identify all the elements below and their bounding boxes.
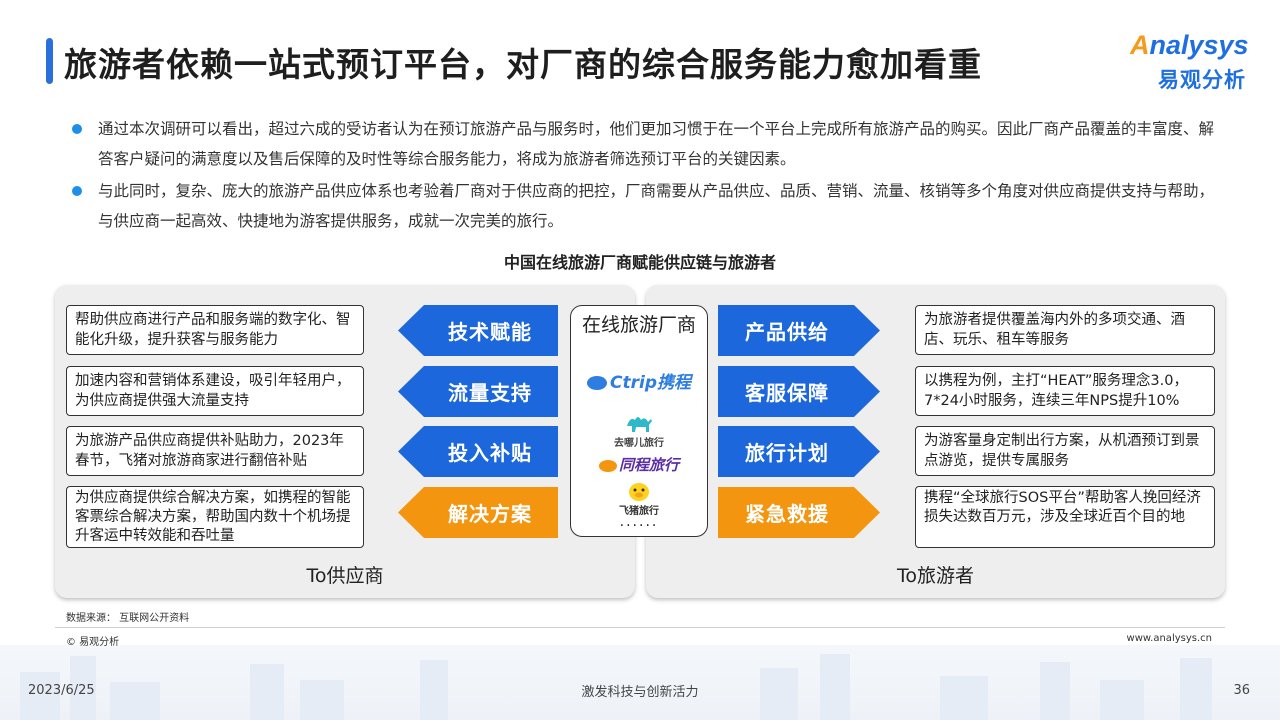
fliggy-logo: 飞猪旅行 — [571, 480, 707, 517]
traveler-desc-service: 以携程为例，主打“HEAT”服务理念3.0，7*24小时服务，连续三年NPS提升… — [915, 366, 1215, 416]
city-skyline-band — [0, 645, 1280, 720]
fliggy-pig-icon — [629, 483, 649, 501]
arrow-subsidy: 投入补贴 — [398, 426, 558, 477]
analysys-logo: Analysys 易观分析 — [1130, 30, 1260, 94]
arrow-solution: 解决方案 — [398, 487, 558, 538]
supplier-panel-label: To供应商 — [306, 565, 384, 587]
supplier-desc-traffic: 加速内容和营销体系建设，吸引年轻用户，为供应商提供强大流量支持 — [66, 366, 364, 416]
arrow-emergency-rescue: 紧急救援 — [718, 487, 880, 538]
logo-chinese: 易观分析 — [1158, 68, 1246, 92]
traveler-desc-rescue: 携程“全球旅行SOS平台”帮助客人挽回经济损失达数百万元，涉及全球近百个目的地 — [915, 486, 1215, 548]
page-title: 旅游者依赖一站式预订平台，对厂商的综合服务能力愈加看重 — [64, 45, 982, 84]
arrow-customer-service: 客服保障 — [718, 366, 880, 417]
arrow-product-supply: 产品供给 — [718, 305, 880, 356]
ota-vendor-title: 在线旅游厂商 — [581, 314, 696, 336]
bullet-text: 与此同时，复杂、庞大的旅游产品供应体系也考验着厂商对于供应商的把控，厂商需要从产… — [98, 182, 1215, 230]
traveler-panel-label: To旅游者 — [896, 565, 974, 587]
bullet-list: 通过本次调研可以看出，超过六成的受访者认为在预订旅游产品与服务时，他们更加习惯于… — [72, 114, 1222, 238]
traveler-desc-supply: 为旅游者提供覆盖海内外的多项交通、酒店、玩乐、租车等服务 — [915, 305, 1215, 355]
copyright: © 易观分析 — [66, 637, 120, 648]
traveler-desc-plan: 为游客量身定制出行方案，从机酒预订到景点游览，提供专属服务 — [915, 426, 1215, 476]
report-date: 2023/6/25 — [28, 683, 95, 698]
ly-logo: 同程旅行 — [571, 454, 707, 475]
arrow-traffic-support: 流量支持 — [398, 366, 558, 417]
bullet-text: 通过本次调研可以看出，超过六成的受访者认为在预订旅游产品与服务时，他们更加习惯于… — [98, 120, 1215, 168]
ctrip-dolphin-icon — [587, 376, 607, 390]
website-url: www.analysys.cn — [1126, 633, 1212, 644]
footer-divider — [55, 627, 1225, 628]
bullet-dot-icon — [72, 124, 82, 134]
slogan: 激发科技与创新活力 — [581, 685, 699, 700]
page-number: 36 — [1233, 683, 1250, 698]
bullet-dot-icon — [72, 186, 82, 196]
qunar-logo: 去哪儿旅行 — [571, 410, 707, 449]
supplier-desc-tech: 帮助供应商进行产品和服务端的数字化、智能化升级，提升获客与服务能力 — [66, 305, 364, 355]
bullet-item: 通过本次调研可以看出，超过六成的受访者认为在预订旅游产品与服务时，他们更加习惯于… — [72, 114, 1222, 174]
ctrip-logo: Ctrip携程 — [571, 368, 707, 393]
logo-english: Analysys — [1130, 30, 1249, 60]
bullet-item: 与此同时，复杂、庞大的旅游产品供应体系也考验着厂商对于供应商的把控，厂商需要从产… — [72, 176, 1222, 236]
arrow-travel-plan: 旅行计划 — [718, 426, 880, 477]
supplier-desc-solution: 为供应商提供综合解决方案，如携程的智能客票综合解决方案，帮助国内数十个机场提升客… — [66, 486, 364, 548]
ota-vendor-box: 在线旅游厂商 Ctrip携程 去哪儿旅行 同程旅行 飞猪旅行 ...... — [570, 305, 708, 537]
more-vendors-ellipsis: ...... — [619, 514, 659, 530]
camel-icon — [627, 417, 652, 432]
ly-swirl-icon — [598, 459, 617, 472]
title-accent-bar — [46, 38, 53, 84]
supplier-desc-subsidy: 为旅游产品供应商提供补贴助力，2023年春节，飞猪对旅游商家进行翻倍补贴 — [66, 426, 364, 476]
diagram-title: 中国在线旅游厂商赋能供应链与旅游者 — [503, 253, 776, 272]
arrow-tech-empower: 技术赋能 — [398, 305, 558, 356]
data-source: 数据来源： 互联网公开资料 — [66, 613, 190, 624]
